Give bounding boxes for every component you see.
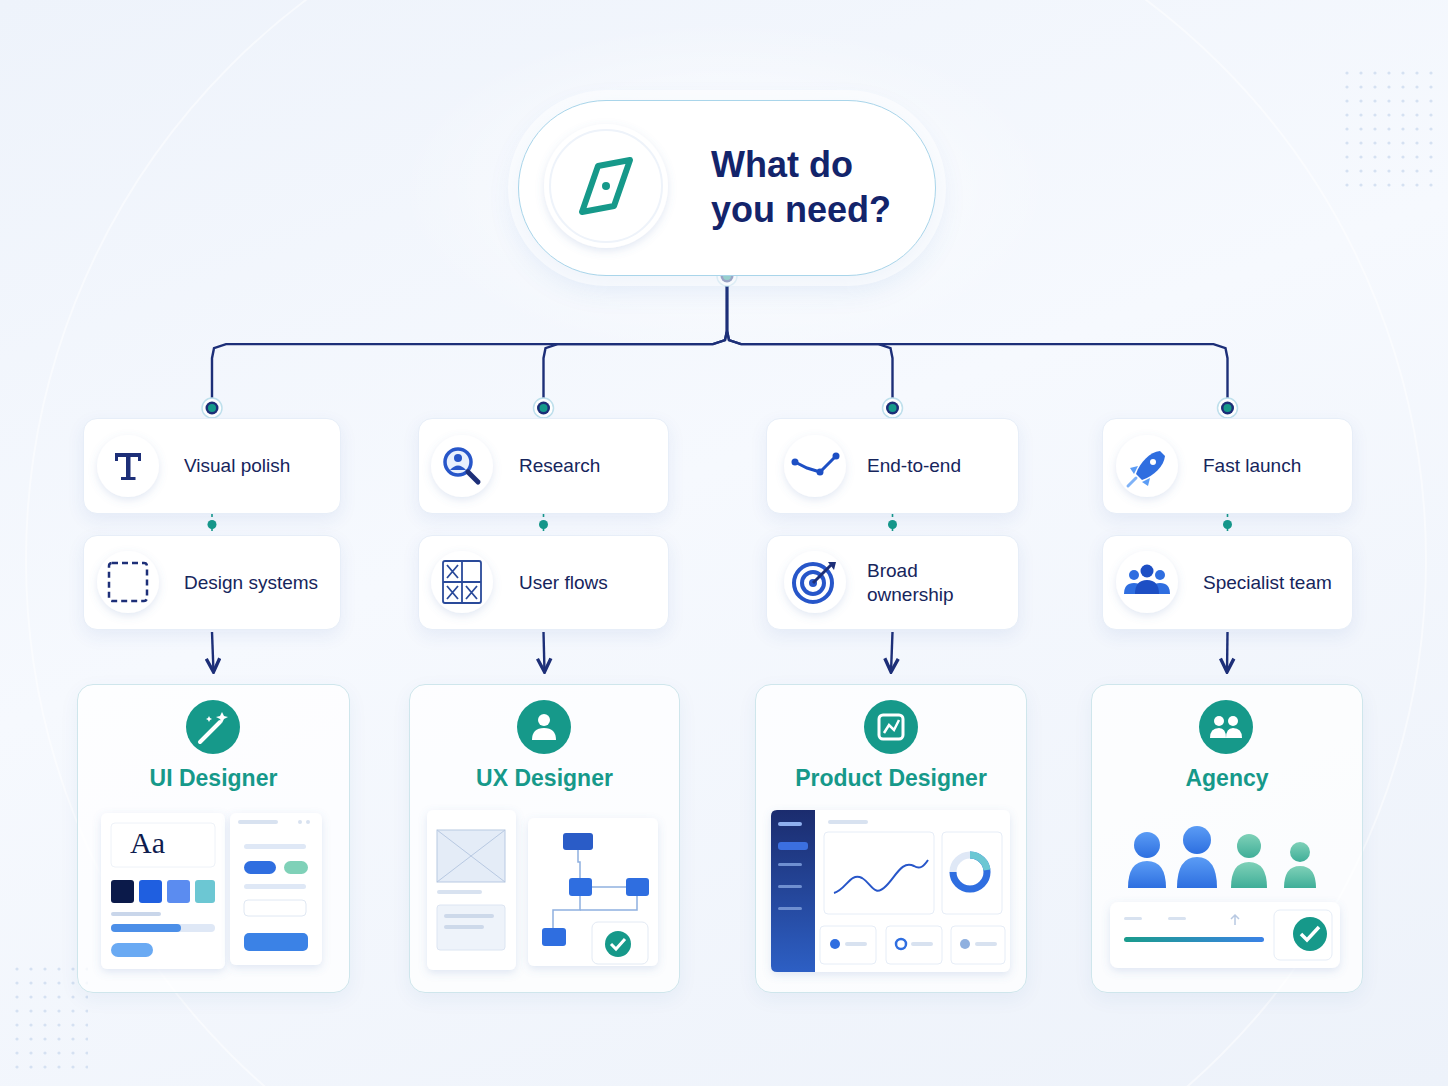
- connector: [544, 632, 545, 672]
- criterion-text: Specialist team: [1203, 571, 1332, 595]
- connector: [211, 514, 213, 535]
- junction-dot: [202, 398, 222, 418]
- criterion-box: Design systems: [83, 535, 341, 630]
- criterion-text: Fast launch: [1203, 454, 1301, 478]
- criterion-text: End-to-end: [867, 454, 961, 478]
- role-card: Product Designer: [755, 684, 1027, 993]
- team-icon: [1124, 565, 1170, 595]
- criterion-text: Broad ownership: [867, 559, 1007, 607]
- criterion-text: Visual polish: [184, 454, 290, 478]
- connector: [544, 276, 728, 418]
- target-icon: [794, 562, 836, 602]
- criterion-box: Broad ownership: [766, 535, 1019, 630]
- rocket-icon: [1128, 451, 1165, 486]
- junction-dot: [539, 520, 548, 529]
- icon-discs: [97, 435, 1178, 613]
- connector: [892, 514, 894, 535]
- connector: [212, 632, 214, 672]
- type-sample: Aa: [130, 826, 165, 860]
- design-system-icon: [109, 563, 147, 601]
- criterion-box: Fast launch: [1102, 418, 1353, 514]
- agency-illustration: [1110, 826, 1340, 968]
- role-title: Agency: [1098, 765, 1356, 792]
- card-icons: [186, 700, 1253, 754]
- connector: [1227, 514, 1229, 535]
- criterion-box: Specialist team: [1102, 535, 1353, 630]
- junction-dot: [1223, 520, 1232, 529]
- role-card: UX Designer: [409, 684, 680, 993]
- criterion-text: Design systems: [184, 571, 318, 595]
- junction-dot: [883, 398, 903, 418]
- junction-dot: [1218, 398, 1238, 418]
- flow-icon: [443, 561, 481, 603]
- criterion-box: User flows: [418, 535, 669, 630]
- connector: [543, 514, 545, 535]
- question-pill: What do you need?: [518, 100, 936, 276]
- path-icon: [792, 453, 840, 476]
- criterion-text: Research: [519, 454, 600, 478]
- criterion-box: End-to-end: [766, 418, 1019, 514]
- role-card: Agency: [1091, 684, 1363, 993]
- junction-dot: [888, 520, 897, 529]
- connector: [891, 632, 893, 672]
- junction-dot: [208, 520, 217, 529]
- compass-icon: [544, 124, 668, 248]
- criterion-box: Research: [418, 418, 669, 514]
- ux-illustration: [427, 810, 658, 970]
- connector: [727, 276, 893, 418]
- connector: [212, 276, 727, 418]
- connector: [1226, 632, 1229, 672]
- criterion-text: User flows: [519, 571, 608, 595]
- role-title: Product Designer: [762, 765, 1020, 792]
- role-card: UI Designer: [77, 684, 350, 993]
- junction-dot: [534, 398, 554, 418]
- research-icon: [445, 449, 478, 482]
- role-title: UX Designer: [416, 765, 673, 792]
- criterion-box: Visual polish: [83, 418, 341, 514]
- role-title: UI Designer: [84, 765, 343, 792]
- ui-illustration: [101, 813, 322, 969]
- question-text: What do you need?: [711, 143, 896, 232]
- connector: [727, 276, 1228, 418]
- product-illustration: [771, 810, 1010, 972]
- type-icon: [115, 453, 141, 480]
